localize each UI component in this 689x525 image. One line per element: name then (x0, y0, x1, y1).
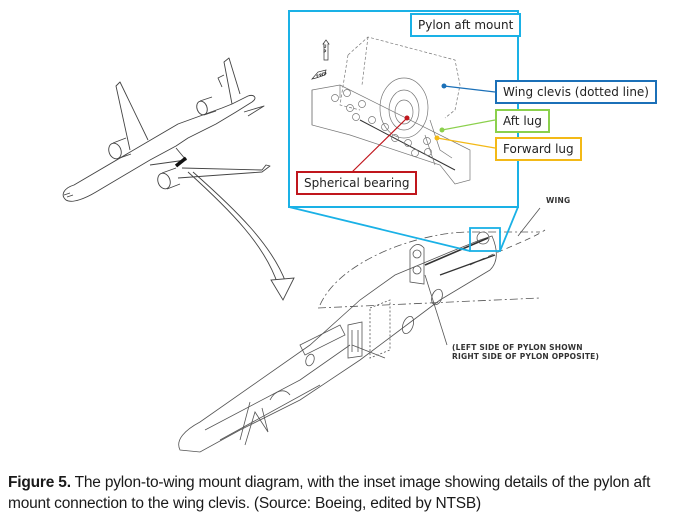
curved-arrow (187, 171, 295, 301)
connector-right (499, 206, 519, 252)
bolts (331, 89, 432, 157)
dot-wing-clevis (441, 83, 447, 89)
connector-left (288, 206, 471, 252)
pylon-note-line-2: RIGHT SIDE OF PYLON OPPOSITE) (452, 352, 600, 361)
zoom-region-box (469, 227, 501, 252)
up-label: UP (323, 44, 327, 54)
callout-leaders (349, 83, 496, 175)
dot-spherical-bearing (404, 115, 410, 121)
callout-aft-lug: Aft lug (495, 109, 550, 133)
caption-label: Figure 5. (8, 474, 71, 491)
leader-spherical-bearing (349, 117, 408, 175)
leader-wing-clevis (443, 85, 496, 93)
dot-aft-lug (439, 127, 445, 133)
pylon-note-line-1: (LEFT SIDE OF PYLON SHOWN (452, 343, 583, 352)
callout-wing-clevis: Wing clevis (dotted line) (495, 80, 657, 104)
figure-caption: Figure 5. The pylon-to-wing mount diagra… (8, 472, 683, 514)
airplane-illustration (62, 57, 271, 202)
wing-label: WING (546, 196, 571, 205)
diagram-svg (62, 10, 546, 453)
aft-mount-illustration (311, 36, 471, 185)
leader-forward-lug (436, 137, 496, 149)
callout-forward-lug: Forward lug (495, 137, 582, 161)
diagram-canvas (62, 10, 546, 453)
pylon-illustration (178, 207, 546, 453)
dot-forward-lug (434, 135, 440, 141)
inset-connector (288, 206, 519, 252)
caption-text: The pylon-to-wing mount diagram, with th… (8, 474, 651, 512)
fwd-arrow-icon (311, 69, 327, 80)
leader-aft-lug (441, 119, 496, 131)
up-arrow-icon (322, 39, 330, 61)
pylon-side-note: (LEFT SIDE OF PYLON SHOWN RIGHT SIDE OF … (452, 343, 599, 361)
inset-title: Pylon aft mount (410, 13, 522, 37)
callout-spherical-bearing: Spherical bearing (296, 171, 418, 195)
